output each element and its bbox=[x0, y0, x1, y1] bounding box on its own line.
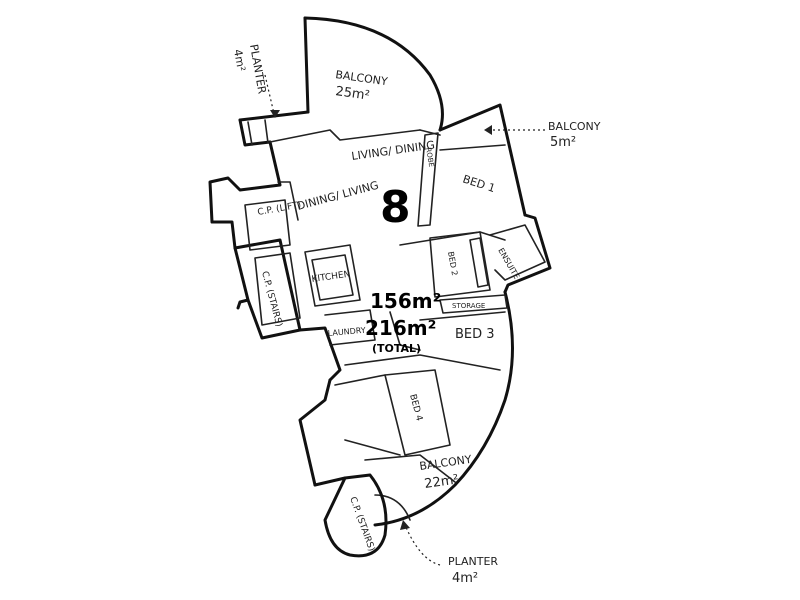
cp-stairs-label: C.P. (STAIRS) bbox=[259, 270, 283, 328]
interior-walls bbox=[244, 119, 546, 521]
outer-walls bbox=[208, 16, 552, 527]
robe-label: ROBE bbox=[424, 147, 435, 168]
balcony-north-area: 25m² bbox=[334, 84, 370, 104]
total-note: (TOTAL) bbox=[372, 342, 421, 355]
storage-label: STORAGE bbox=[452, 302, 485, 310]
dining-living-label: DINING/ LIVING bbox=[295, 179, 380, 213]
south-stair-core bbox=[323, 473, 388, 558]
kitchen-label: KITCHEN bbox=[311, 270, 351, 285]
planter-north-area: 4m² bbox=[231, 48, 248, 72]
balcony-south-label: BALCONY bbox=[419, 453, 473, 473]
balcony-east-area: 5m² bbox=[550, 135, 576, 150]
planter-north-label: PLANTER bbox=[247, 43, 269, 95]
summary-labels: 8 156m² 216m² (TOTAL) bbox=[365, 182, 441, 355]
total-area: 216m² bbox=[365, 316, 436, 340]
cp-stairs-south-label: C.P. (STAIRS) bbox=[347, 496, 376, 553]
unit-number: 8 bbox=[380, 182, 411, 233]
bed1-label: BED 1 bbox=[461, 172, 497, 195]
planter-south-label: PLANTER bbox=[448, 555, 498, 568]
room-labels: PLANTER 4m² BALCONY 25m² BALCONY 5m² LIV… bbox=[231, 43, 601, 586]
planter-south-area: 4m² bbox=[452, 571, 478, 586]
bed4-label: BED 4 bbox=[407, 393, 424, 422]
balcony-south-area: 22m² bbox=[423, 472, 459, 492]
balcony-east-label: BALCONY bbox=[548, 120, 601, 133]
internal-area: 156m² bbox=[370, 289, 441, 313]
laundry-label: LAUNDRY bbox=[327, 326, 366, 338]
leader-lines bbox=[264, 74, 545, 566]
bed2-label: BED 2 bbox=[446, 251, 459, 277]
bed3-label: BED 3 bbox=[455, 327, 495, 342]
